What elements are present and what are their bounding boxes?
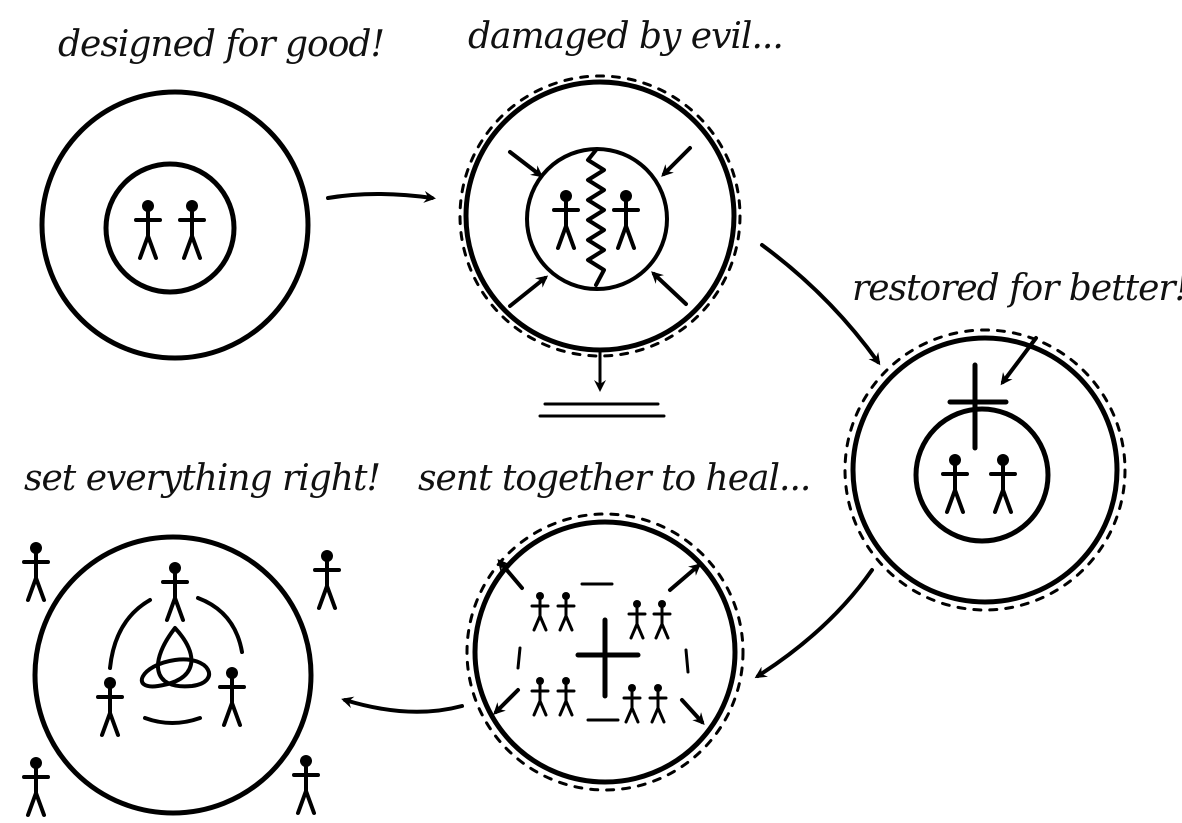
person-icon: [24, 757, 48, 815]
equals-sign: [540, 404, 664, 416]
person-icon: [943, 454, 967, 512]
person-icon: [136, 200, 160, 258]
person-icon: [315, 550, 339, 608]
person-icon: [629, 600, 645, 638]
person-icon: [654, 600, 670, 638]
arrow-to-sent: [758, 570, 872, 676]
arrow-to-restored: [762, 245, 878, 362]
stage-set-right-circle: [35, 537, 311, 813]
person-icon: [294, 755, 318, 813]
person-icon: [624, 684, 640, 722]
arrow-to-damaged: [328, 194, 432, 198]
cross-icon: [578, 620, 638, 696]
cross-icon: [950, 365, 1006, 448]
trinity-knot-icon: [142, 628, 209, 686]
person-icon: [614, 190, 638, 248]
stage-damaged-circle: [460, 76, 740, 356]
person-icon: [532, 677, 548, 715]
person-icon: [220, 667, 244, 725]
person-icon: [98, 677, 122, 735]
stage-restored-circle: [845, 330, 1125, 610]
person-icon: [554, 190, 578, 248]
person-icon: [558, 592, 574, 630]
person-icon: [532, 592, 548, 630]
arrow-to-set-right: [345, 700, 462, 712]
stage-designed-circle: [42, 92, 308, 358]
person-icon: [991, 454, 1015, 512]
person-icon: [24, 542, 48, 600]
person-icon: [650, 684, 666, 722]
person-icon: [558, 677, 574, 715]
person-icon: [163, 562, 187, 620]
stage-sent-circle: [467, 514, 743, 790]
person-icon: [180, 200, 204, 258]
